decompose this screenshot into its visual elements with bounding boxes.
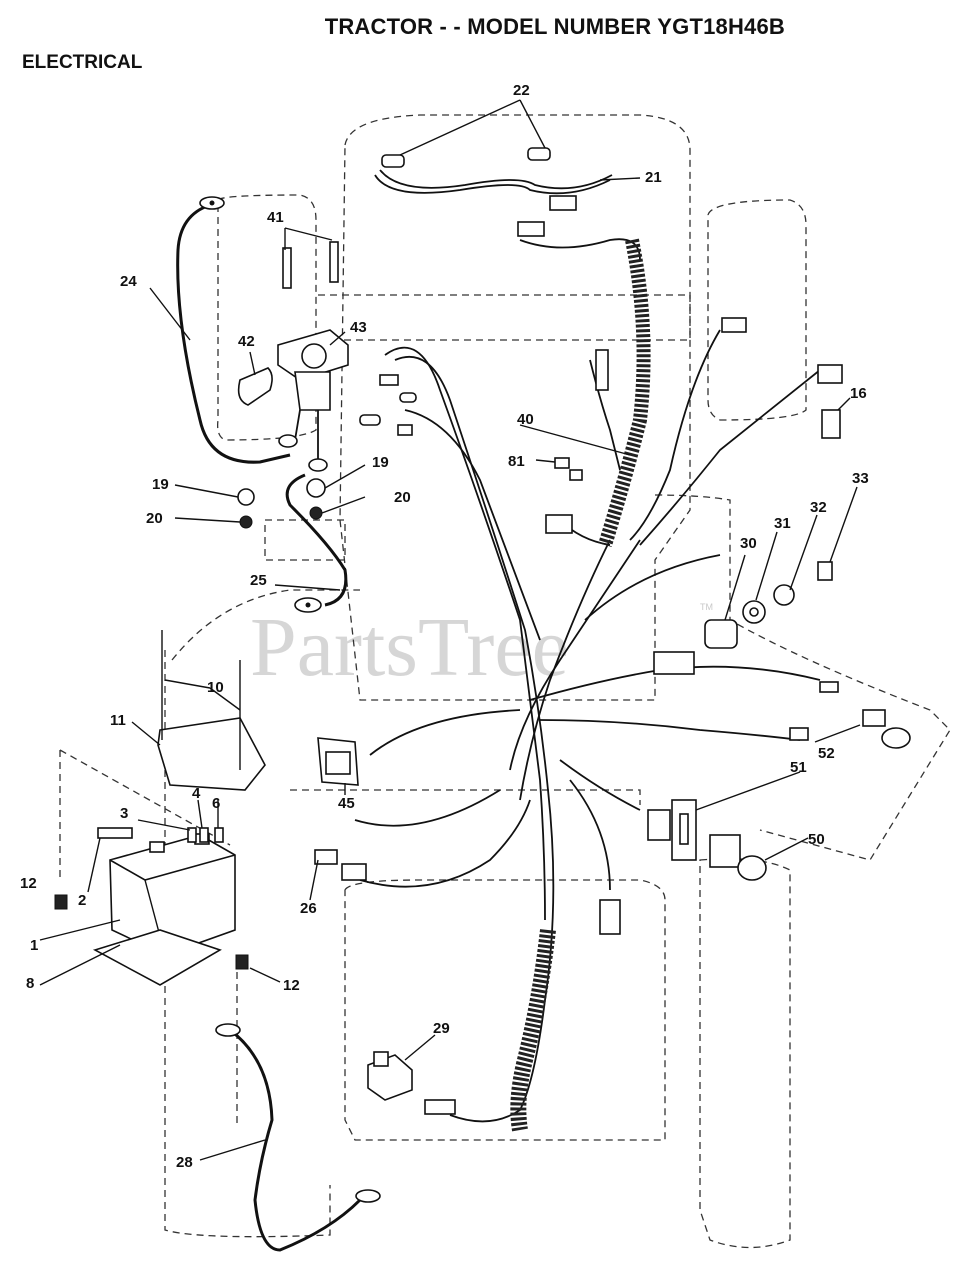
callout-12b: 12 [283, 977, 300, 994]
callout-42: 42 [238, 333, 255, 350]
cable-28 [229, 1028, 362, 1252]
callout-16: 16 [850, 385, 867, 402]
headlight-harness [374, 147, 613, 237]
washer-19 [237, 488, 255, 506]
callout-32: 32 [810, 499, 827, 516]
washer-19b [306, 478, 326, 498]
callout-22: 22 [513, 82, 530, 99]
nut-20 [239, 515, 253, 529]
callout-11: 11 [110, 712, 126, 729]
nut-20b [309, 506, 323, 520]
callout-45: 45 [338, 795, 355, 812]
seat-switch-29 [367, 1051, 456, 1115]
watermark-text: PartsTree [250, 601, 569, 694]
switch-51 [671, 799, 697, 861]
callout-50: 50 [808, 831, 825, 848]
callout-29: 29 [433, 1020, 450, 1037]
callout-3: 3 [120, 805, 128, 822]
callout-25: 25 [250, 572, 267, 589]
light-switch-50 [709, 834, 767, 881]
diagram-title: TRACTOR - - MODEL NUMBER YGT18H46B [324, 14, 785, 39]
cable-25 [285, 473, 348, 607]
callout-6: 6 [212, 795, 220, 812]
coiled-harness-40 [510, 238, 651, 1132]
part-42 [237, 367, 273, 406]
callout-1: 1 [30, 937, 38, 954]
battery-assembly [54, 630, 266, 986]
callout-26: 26 [300, 900, 317, 917]
callout-30: 30 [740, 535, 757, 552]
cable-28-terminal-b [355, 1189, 381, 1203]
battery-tray-8 [92, 929, 222, 986]
cable-28-terminal-a [215, 1023, 241, 1037]
part-81 [554, 457, 583, 481]
ground-cable-24 [176, 203, 291, 464]
callout-52: 52 [818, 745, 835, 762]
callout-33: 33 [852, 470, 869, 487]
callout-leaders [39, 99, 861, 1161]
callout-8: 8 [26, 975, 34, 992]
callout-31: 31 [774, 515, 791, 532]
callout-40: 40 [517, 411, 534, 428]
ignition-switch-30 [704, 561, 833, 649]
section-label: ELECTRICAL [22, 52, 143, 73]
callout-12a: 12 [20, 875, 37, 892]
hour-meter-45 [317, 737, 359, 786]
callout-24: 24 [120, 273, 137, 290]
battery-hold-down-11 [157, 717, 266, 791]
callout-41: 41 [267, 209, 284, 226]
callout-51: 51 [790, 759, 807, 776]
callout-20a: 20 [146, 510, 163, 527]
callout-labels: 22 21 24 41 42 43 40 81 16 19 20 19 20 3… [20, 82, 869, 1171]
watermark-tm: TM [700, 602, 713, 612]
starter-solenoid [277, 241, 349, 460]
callout-2: 2 [78, 892, 86, 909]
callout-19a: 19 [152, 476, 169, 493]
callout-20b: 20 [394, 489, 411, 506]
callout-10: 10 [207, 679, 224, 696]
main-wire-harness [314, 238, 843, 1123]
callout-4: 4 [192, 785, 201, 802]
callout-43: 43 [350, 319, 367, 336]
callout-81: 81 [508, 453, 525, 470]
callout-19b: 19 [372, 454, 389, 471]
callout-28: 28 [176, 1154, 193, 1171]
callout-21: 21 [645, 169, 662, 186]
part-52 [862, 709, 911, 749]
